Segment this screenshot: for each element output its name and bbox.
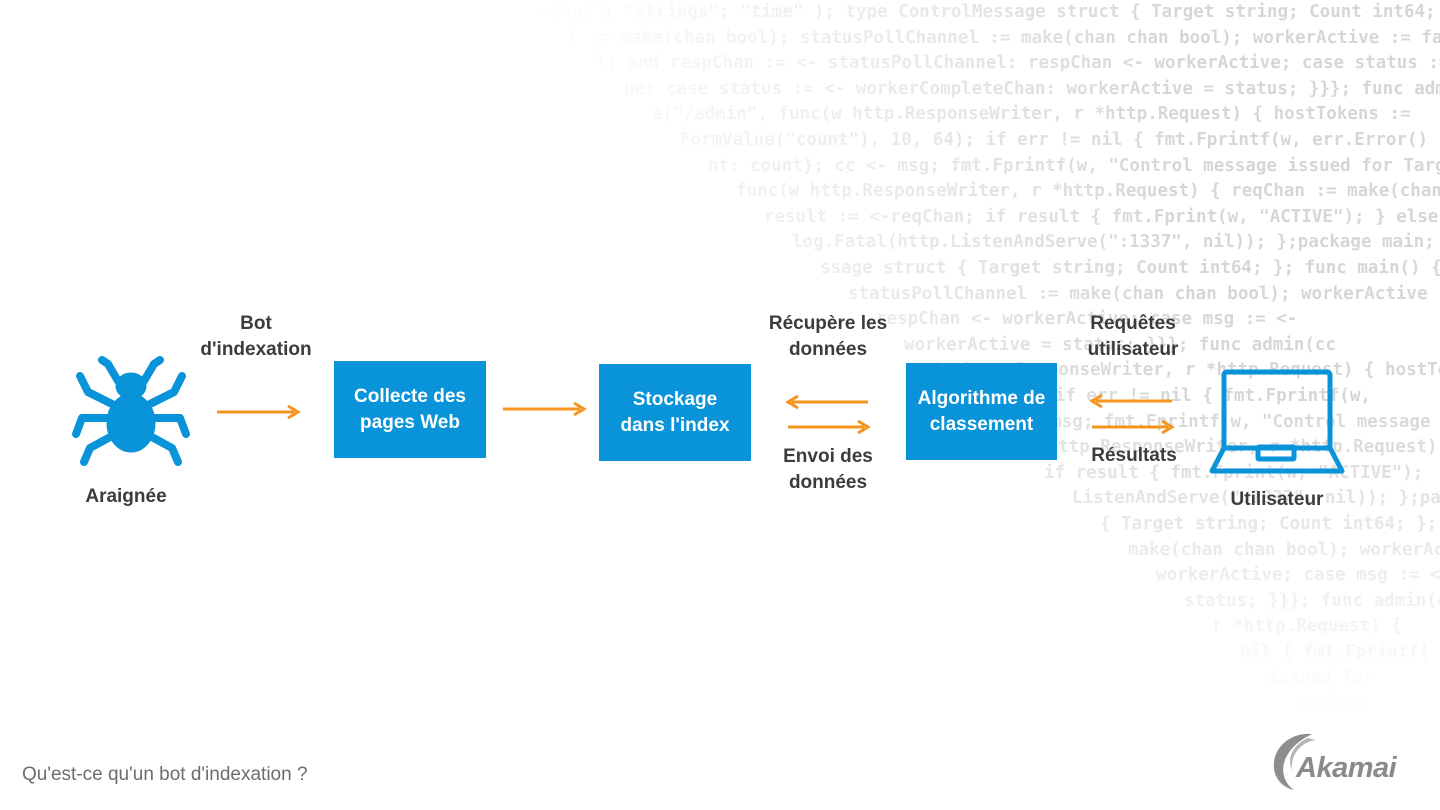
code-line: workerActive; case msg := <- [1156, 565, 1440, 586]
code-line: nil { fmt.Fprintf( [1240, 642, 1430, 662]
code-line: l := make(chan bool); statusPollChannel … [568, 27, 1440, 48]
code-line: make(chan chan bool); workerActive [1128, 539, 1440, 560]
code-line: reqChan [1296, 693, 1370, 714]
spider-label: Araignée [85, 486, 167, 507]
arrow-requests-left [1089, 393, 1172, 409]
code-line: statusPollChannel := make(chan chan bool… [848, 283, 1440, 304]
akamai-swoosh-icon [1273, 733, 1316, 790]
code-line: r *http.Request) { [1212, 616, 1402, 637]
code-line: ssage struct { Target string; Count int6… [820, 258, 1440, 278]
arrow-send-right [788, 419, 871, 435]
code-line: issued for [1268, 667, 1374, 688]
code-line: log.Fatal(http.ListenAndServe(":1337", n… [792, 232, 1440, 253]
user-label: Utilisateur [1230, 489, 1324, 510]
code-line: func(w http.ResponseWriter, r *http.Requ… [736, 181, 1440, 202]
arrow-retrieve-left [785, 394, 868, 410]
code-line: rings"; "strings"; "time" ); type Contro… [540, 2, 1440, 22]
code-line: FormValue("count"), 10, 64); if err != n… [680, 130, 1429, 150]
box-index-storage: Stockage dans l'index [599, 364, 751, 461]
akamai-logo: Akamai [1268, 728, 1418, 792]
code-line: { Target string; Count int64; }; func ma… [1100, 514, 1440, 534]
code-line: "ACTIVE [1324, 719, 1398, 720]
arrow-to-storage [503, 401, 587, 417]
user-requests-label: Requêtes utilisateur [1087, 313, 1179, 360]
code-line: e("/admin", func(w http.ResponseWriter, … [652, 104, 1411, 125]
send-data-label: Envoi des données [783, 446, 873, 493]
page-title: Qu'est-ce qu'un bot d'indexation ? [22, 764, 308, 785]
bot-label: Bot d'indexation [200, 313, 312, 360]
code-line: ue; case status := <- workerCompleteChan… [624, 78, 1440, 99]
box-ranking-algorithm: Algorithme de classement [906, 363, 1057, 460]
akamai-logo-text: Akamai [1296, 752, 1397, 784]
spider-icon [72, 356, 190, 466]
box-collect-pages: Collecte des pages Web [334, 361, 486, 458]
code-line: status; }}}; func admin(cc [1184, 590, 1440, 611]
code-line: l: and respChan := <- statusPollChannel:… [596, 53, 1440, 74]
code-line: result := <-reqChan; if result { fmt.Fpr… [764, 206, 1440, 227]
arrow-to-collect [217, 404, 301, 420]
arrow-results-right [1092, 419, 1175, 435]
code-line: nt: count}; cc <- msg; fmt.Fprintf(w, "C… [708, 155, 1440, 176]
laptop-icon [1209, 369, 1345, 474]
retrieve-data-label: Récupère les données [768, 313, 888, 360]
results-label: Résultats [1091, 445, 1177, 466]
